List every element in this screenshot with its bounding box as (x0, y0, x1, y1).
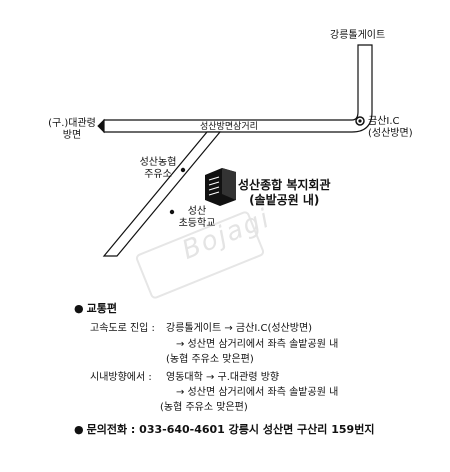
watermark-frame (135, 211, 265, 299)
label-gangneung-tollgate: 강릉톨게이트 (330, 30, 386, 41)
label-destination: 성산종합 복지회관 (솔밭공원 내) (238, 178, 331, 207)
main-road (103, 44, 373, 133)
expressway-line-3: (농협 주유소 맞은편) (166, 354, 254, 365)
bullet-icon: ● (74, 302, 84, 315)
expressway-line-2: → 성산면 삼거리에서 좌측 솔밭공원 내 (176, 339, 339, 350)
city-line-1: 영동대학 → 구.대관령 방향 (166, 372, 280, 383)
label-school: 성산 초등학교 (178, 206, 216, 229)
city-line-3: (농협 주유소 맞은편) (160, 402, 248, 413)
gas-station-marker (180, 167, 186, 173)
contact-value: 033-640-4601 강릉시 성산면 구산리 159번지 (139, 423, 375, 436)
building-icon (205, 168, 236, 206)
school-marker (169, 209, 175, 215)
bullet-icon: ● (74, 423, 84, 436)
expressway-line-1: 강릉톨게이트 → 금산I.C(성산방면) (166, 323, 313, 334)
directions-heading: ●교통편 (74, 302, 117, 315)
contact-label: 문의전화 : (86, 423, 136, 436)
label-gas-station: 성산농협 주유소 (139, 157, 177, 180)
west-arrow (97, 118, 105, 134)
side-road (102, 131, 222, 257)
city-label: 시내방향에서 : (90, 372, 152, 383)
contact-row: ●문의전화 : 033-640-4601 강릉시 성산면 구산리 159번지 (74, 422, 374, 438)
label-old-daegwallyeong: (구.)대관령 방면 (48, 118, 96, 141)
city-line-2: → 성산면 삼거리에서 좌측 솔밭공원 내 (176, 387, 339, 398)
label-road-junction: 성산방면삼거리 (200, 122, 258, 132)
expressway-label: 고속도로 진입 : (90, 323, 155, 334)
label-geumsan-ic: 금산I.C (성산방면) (368, 116, 413, 139)
